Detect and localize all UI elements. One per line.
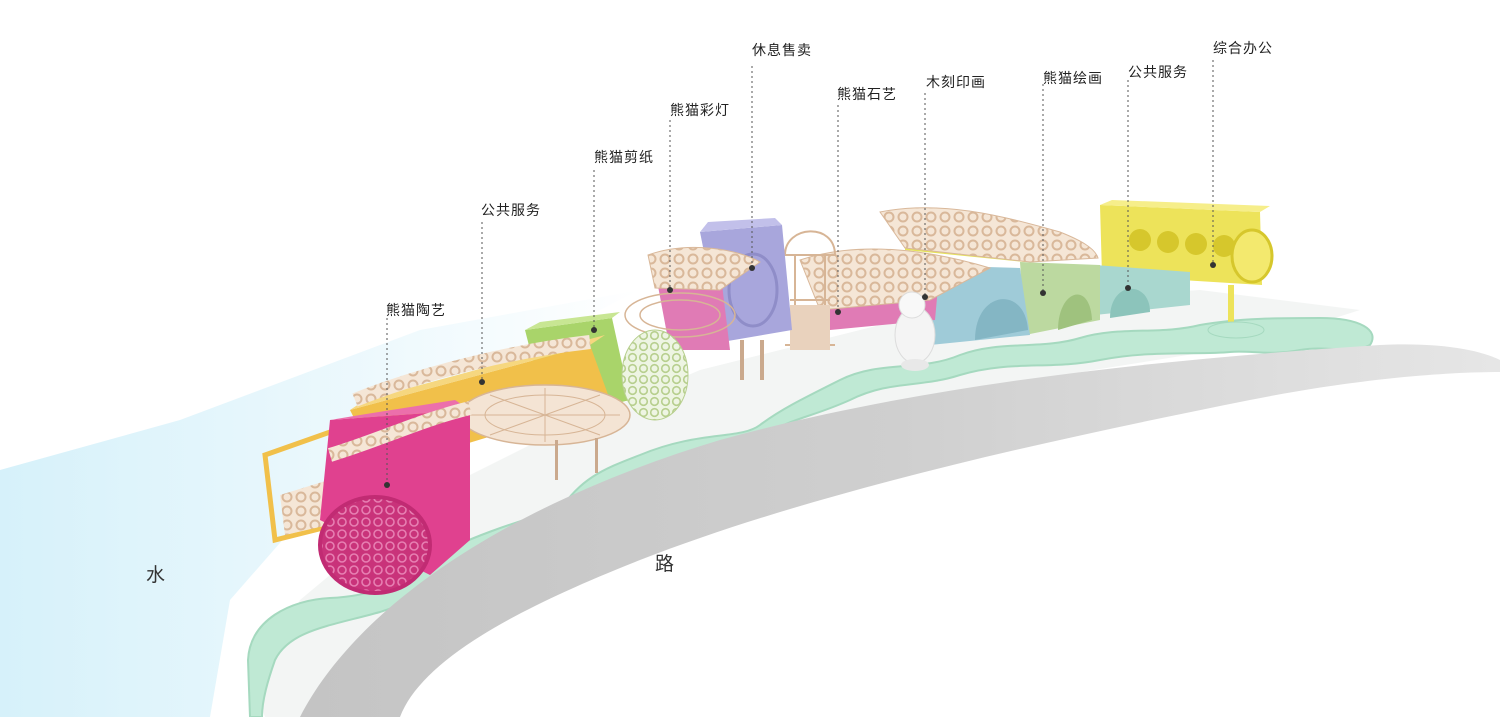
label-rest-sales: 休息售卖 <box>752 43 812 59</box>
leader-lines <box>386 60 1214 485</box>
label-ceramics: 熊猫陶艺 <box>386 303 446 319</box>
office-module <box>1100 200 1274 339</box>
label-painting: 熊猫绘画 <box>1043 71 1103 87</box>
painting-module <box>1020 262 1100 335</box>
label-office: 综合办公 <box>1213 41 1273 57</box>
label-papercut: 熊猫剪纸 <box>594 150 654 166</box>
label-public-service-right: 公共服务 <box>1128 65 1188 81</box>
lantern-module <box>624 246 761 350</box>
road-label: 路 <box>655 553 675 575</box>
label-lantern: 熊猫彩灯 <box>670 103 730 119</box>
right-lattice-roof <box>879 207 1099 263</box>
leader-dots <box>384 262 1216 488</box>
public-service-right-module <box>1095 265 1190 318</box>
water-label: 水 <box>146 564 166 586</box>
label-stone-art: 熊猫石艺 <box>837 87 897 103</box>
dome-tower <box>783 230 837 350</box>
label-woodcut: 木刻印画 <box>926 75 986 91</box>
label-public-service-left: 公共服务 <box>481 203 541 219</box>
ceramics-module <box>318 400 472 595</box>
water-area <box>0 290 640 717</box>
road <box>300 344 1500 717</box>
panda-statue <box>894 291 936 371</box>
